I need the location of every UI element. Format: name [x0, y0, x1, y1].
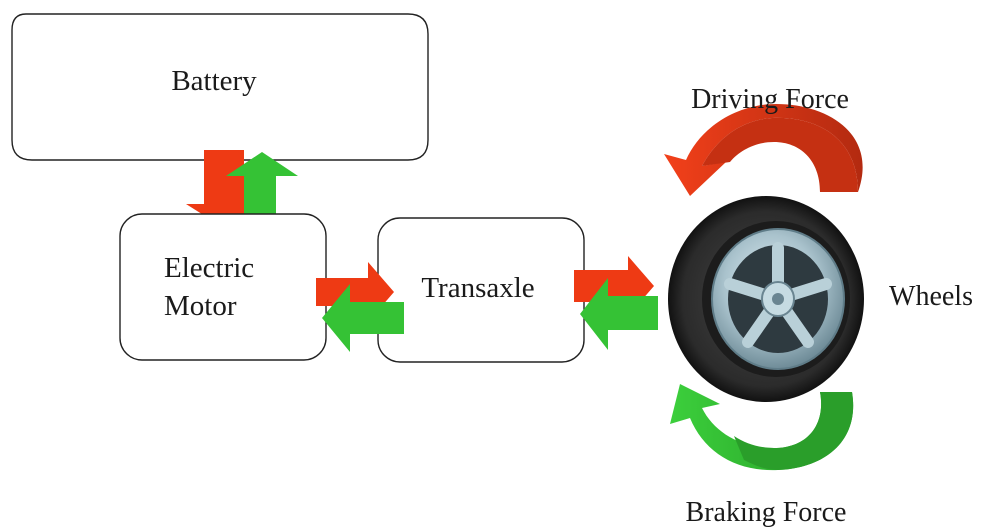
braking-force-label: Braking Force [686, 497, 847, 528]
brake-arrow-left-1 [322, 284, 404, 352]
motor-label-line1: Electric [164, 252, 254, 284]
braking-force-arrow [670, 384, 854, 471]
brake-arrow-left-2 [580, 278, 658, 350]
transaxle-wheel-arrows [574, 256, 658, 350]
driving-force-arrow [664, 104, 863, 196]
battery-label: Battery [171, 65, 257, 97]
wheels-label: Wheels [889, 281, 973, 312]
electric-motor-node: Electric Motor [119, 213, 327, 361]
battery-motor-arrows [186, 150, 298, 230]
transaxle-label: Transaxle [421, 272, 534, 304]
transaxle-node: Transaxle [377, 217, 585, 363]
motor-transaxle-arrows [316, 262, 404, 352]
motor-label-line2: Motor [164, 290, 237, 322]
wheel-icon [668, 196, 864, 402]
battery-node: Battery [11, 13, 429, 161]
driving-force-label: Driving Force [691, 84, 849, 115]
brake-arrow-up [226, 152, 298, 230]
